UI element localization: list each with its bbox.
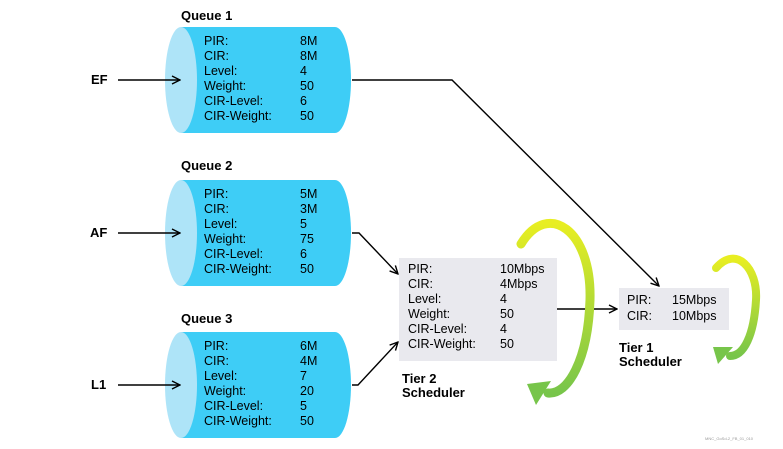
param-value: 5M [300,187,317,201]
param-value: 3M [300,202,317,216]
param-value: 8M [300,34,317,48]
param-value: 50 [300,79,314,93]
param-value: 6 [300,247,307,261]
param-value: 4 [300,64,307,78]
param-value: 10Mbps [500,262,544,276]
param-key: CIR-Level: [204,247,263,261]
tier1-label-line2: Scheduler [619,354,682,369]
param-key: Weight: [204,384,246,398]
param-value: 8M [300,49,317,63]
param-key: Level: [408,292,441,306]
param-value: 75 [300,232,314,246]
param-key: CIR: [204,49,229,63]
param-key: CIR: [204,354,229,368]
param-value: 7 [300,369,307,383]
figure-id: MNC_GoSd-2_FB_01_010 [705,436,754,441]
tier2-label-line1: Tier 2 [402,371,436,386]
queue1-to-tier1-arrow [352,79,659,286]
param-value: 6M [300,339,317,353]
queue-3-title: Queue 3 [181,311,232,326]
queue-3-cylinder [165,332,351,438]
param-key: CIR-Weight: [204,262,272,276]
param-key: CIR: [627,309,652,323]
tier1-label-line1: Tier 1 [619,340,653,355]
param-value: 6 [300,94,307,108]
tier1-cycle-arrow-icon [712,254,761,364]
param-key: Level: [204,217,237,231]
param-key: PIR: [204,339,228,353]
param-key: PIR: [408,262,432,276]
param-value: 50 [500,337,514,351]
tier2-label-line2: Scheduler [402,385,465,400]
queue-2-params: PIR: 5M CIR: 3M Level: 5 Weight: 75 CIR-… [204,187,317,276]
tier2-scheduler-box [399,258,557,361]
queue-2-cylinder [165,180,351,286]
param-value: 20 [300,384,314,398]
tier1-scheduler-box [619,288,729,330]
param-key: Weight: [204,79,246,93]
flow-label-af: AF [90,225,107,240]
param-value: 50 [300,414,314,428]
param-value: 5 [300,399,307,413]
param-key: CIR-Weight: [204,109,272,123]
param-value: 10Mbps [672,309,716,323]
param-value: 4Mbps [500,277,538,291]
param-value: 50 [300,262,314,276]
queue-2-title: Queue 2 [181,158,232,173]
param-value: 4M [300,354,317,368]
tier1-params: PIR: 15Mbps CIR: 10Mbps [627,293,716,323]
queue2-to-tier2-arrow [352,232,398,274]
queue-1-params: PIR: 8M CIR: 8M Level: 4 Weight: 50 CIR-… [204,34,317,123]
param-value: 4 [500,292,507,306]
param-key: CIR: [408,277,433,291]
param-key: Level: [204,64,237,78]
tier2-cycle-arrow-icon [516,219,595,405]
param-key: CIR-Weight: [204,414,272,428]
param-key: PIR: [204,187,228,201]
param-value: 5 [300,217,307,231]
param-value: 4 [500,322,507,336]
param-key: Weight: [204,232,246,246]
queue-3-params: PIR: 6M CIR: 4M Level: 7 Weight: 20 CIR-… [204,339,317,428]
queue-1-title: Queue 1 [181,8,232,23]
flow-label-l1: L1 [91,377,106,392]
queue-1-cylinder [165,27,351,133]
param-key: PIR: [627,293,651,307]
param-key: CIR-Level: [408,322,467,336]
param-value: 50 [300,109,314,123]
param-key: PIR: [204,34,228,48]
param-key: CIR: [204,202,229,216]
param-key: CIR-Level: [204,399,263,413]
param-value: 15Mbps [672,293,716,307]
queue3-to-tier2-arrow [352,342,398,386]
param-value: 50 [500,307,514,321]
tier2-params: PIR: 10Mbps CIR: 4Mbps Level: 4 Weight: … [408,262,544,351]
param-key: CIR-Level: [204,94,263,108]
flow-label-ef: EF [91,72,108,87]
param-key: CIR-Weight: [408,337,476,351]
param-key: Weight: [408,307,450,321]
param-key: Level: [204,369,237,383]
